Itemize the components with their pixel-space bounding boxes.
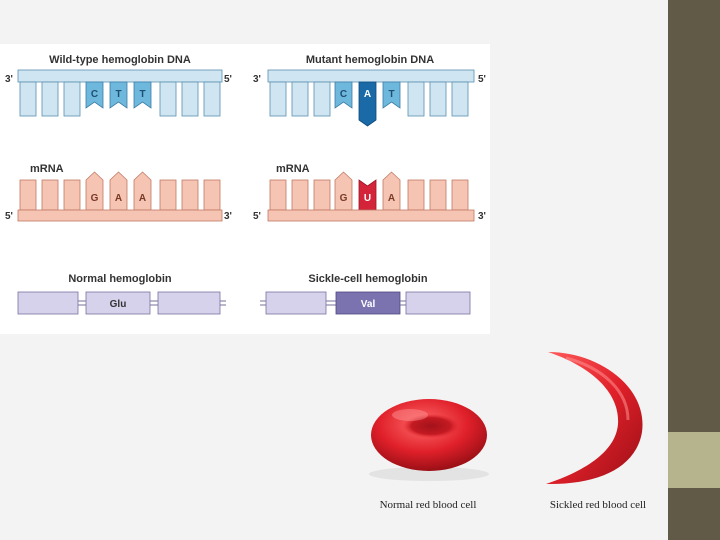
wild-dna-base-2 (109, 81, 128, 109)
wild-mrna-base-1-letter: G (91, 193, 99, 204)
wild-mrna-base-2-letter: A (115, 193, 122, 204)
mutant-mrna-base-1-letter: G (340, 193, 348, 204)
mutant-mrna-left-end: 5' (253, 211, 261, 222)
normal-cell-caption: Normal red blood cell (380, 499, 477, 511)
wild-mrna-base-3-letter: A (139, 193, 146, 204)
blood-cell-illustrations: Normal red blood cell Sickled red blood … (360, 340, 670, 520)
wild-mrna-label: mRNA (30, 163, 64, 175)
sickle-protein-chain (260, 291, 471, 315)
wild-dna-base-3-letter: T (139, 89, 145, 100)
mutant-dna-strand (267, 69, 475, 127)
mutant-mrna-base-3-letter: A (388, 193, 395, 204)
wild-dna-strand (17, 69, 223, 117)
sickled-cell-caption: Sickled red blood cell (550, 499, 646, 511)
wild-mrna-base-3 (133, 171, 152, 211)
mutant-dna-base-1-letter: C (340, 89, 347, 100)
glu-residue (85, 291, 151, 315)
mutant-dna-base-2-letter: A (364, 89, 371, 100)
mutant-dna-base-1 (334, 81, 353, 109)
sidebar-accent-block (668, 432, 720, 488)
wild-mrna-right-end: 3' (224, 211, 232, 222)
sickle-cell-mutation-diagram: Wild-type hemoglobin DNA 3' 5' C T T Mut… (0, 44, 490, 334)
mutant-dna-base-3 (382, 81, 401, 109)
mutant-mrna-base-2-letter: U (364, 193, 371, 204)
wild-dna-base-2-letter: T (115, 89, 121, 100)
mutant-mrna-right-end: 3' (478, 211, 486, 222)
mutant-dna-base-3-letter: T (388, 89, 394, 100)
mutant-mrna-label: mRNA (276, 163, 310, 175)
wild-dna-base-1-letter: C (91, 89, 98, 100)
mutant-dna-title: Mutant hemoglobin DNA (306, 54, 434, 66)
normal-red-blood-cell (369, 399, 489, 481)
mutant-dna-base-2-mutation (358, 81, 377, 127)
mutant-dna-left-end: 3' (253, 74, 261, 85)
wild-mrna-base-2 (109, 171, 128, 211)
wild-dna-right-end: 5' (224, 74, 232, 85)
val-residue (335, 291, 401, 315)
mutant-mrna-strand (267, 171, 475, 222)
wild-mrna-left-end: 5' (5, 211, 13, 222)
sickled-red-blood-cell (546, 352, 643, 485)
mutant-mrna-base-1 (334, 171, 353, 211)
wild-dna-title: Wild-type hemoglobin DNA (49, 54, 191, 66)
mutant-dna-right-end: 5' (478, 74, 486, 85)
glu-label: Glu (110, 299, 127, 310)
wild-dna-base-3 (133, 81, 152, 109)
sickle-hemoglobin-title: Sickle-cell hemoglobin (308, 273, 427, 285)
normal-hemoglobin-title: Normal hemoglobin (68, 273, 172, 285)
wild-mrna-strand (17, 171, 223, 222)
wild-dna-left-end: 3' (5, 74, 13, 85)
val-label: Val (361, 299, 376, 310)
mutant-mrna-base-3 (382, 171, 401, 211)
normal-protein-chain (17, 291, 226, 315)
wild-dna-base-1 (85, 81, 104, 109)
wild-mrna-base-1 (85, 171, 104, 211)
